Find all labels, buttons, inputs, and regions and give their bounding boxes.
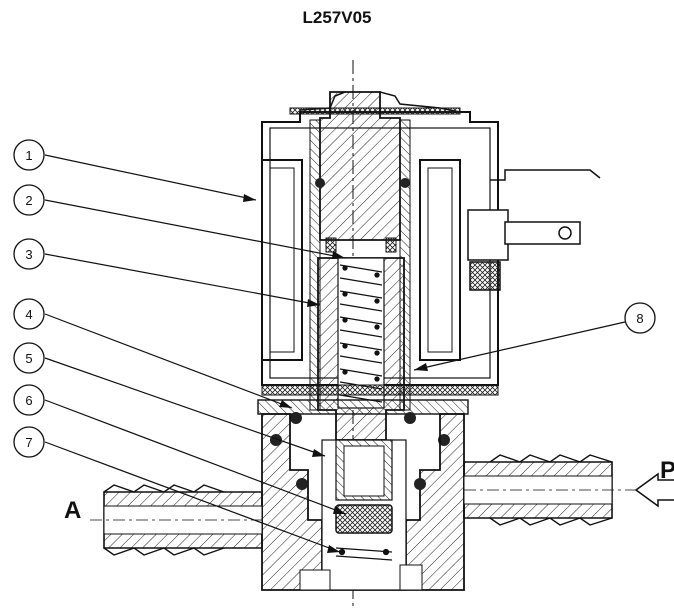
electrical-terminal bbox=[467, 169, 601, 291]
svg-text:7: 7 bbox=[25, 435, 32, 450]
right-coil-winding bbox=[419, 159, 461, 361]
o-ring-4-right bbox=[404, 412, 416, 424]
port-label-inlet: P bbox=[660, 457, 674, 484]
seal-disk bbox=[335, 504, 393, 534]
callout-1: 1 bbox=[13, 139, 45, 171]
o-ring-4-left bbox=[290, 412, 302, 424]
callout-4: 4 bbox=[13, 298, 45, 330]
callout-3: 3 bbox=[13, 238, 45, 270]
left-coil-winding bbox=[261, 159, 303, 361]
svg-text:4: 4 bbox=[25, 307, 32, 322]
o-ring-6-right bbox=[414, 478, 426, 490]
o-ring-top-right bbox=[400, 178, 410, 188]
body-flange bbox=[257, 399, 469, 415]
lower-spring bbox=[335, 547, 393, 561]
callout-7: 7 bbox=[13, 426, 45, 458]
plunger-spring bbox=[339, 264, 383, 403]
callout-6: 6 bbox=[13, 384, 45, 416]
leader-lines bbox=[44, 154, 626, 553]
inlet-arrow bbox=[634, 472, 674, 508]
o-ring-top-left bbox=[315, 178, 325, 188]
callout-5: 5 bbox=[13, 342, 45, 374]
callout-8: 8 bbox=[624, 302, 656, 334]
port-label-outlet: A bbox=[64, 497, 81, 524]
o-ring-6-left bbox=[296, 478, 308, 490]
coil-base-plate bbox=[261, 384, 499, 396]
svg-text:8: 8 bbox=[636, 311, 643, 326]
callout-2: 2 bbox=[13, 184, 45, 216]
leader-arrowheads bbox=[243, 194, 428, 553]
svg-text:5: 5 bbox=[25, 351, 32, 366]
svg-text:3: 3 bbox=[25, 247, 32, 262]
svg-text:6: 6 bbox=[25, 393, 32, 408]
svg-text:2: 2 bbox=[25, 193, 32, 208]
diagram-title: L257V05 bbox=[302, 8, 372, 27]
svg-text:1: 1 bbox=[25, 148, 32, 163]
